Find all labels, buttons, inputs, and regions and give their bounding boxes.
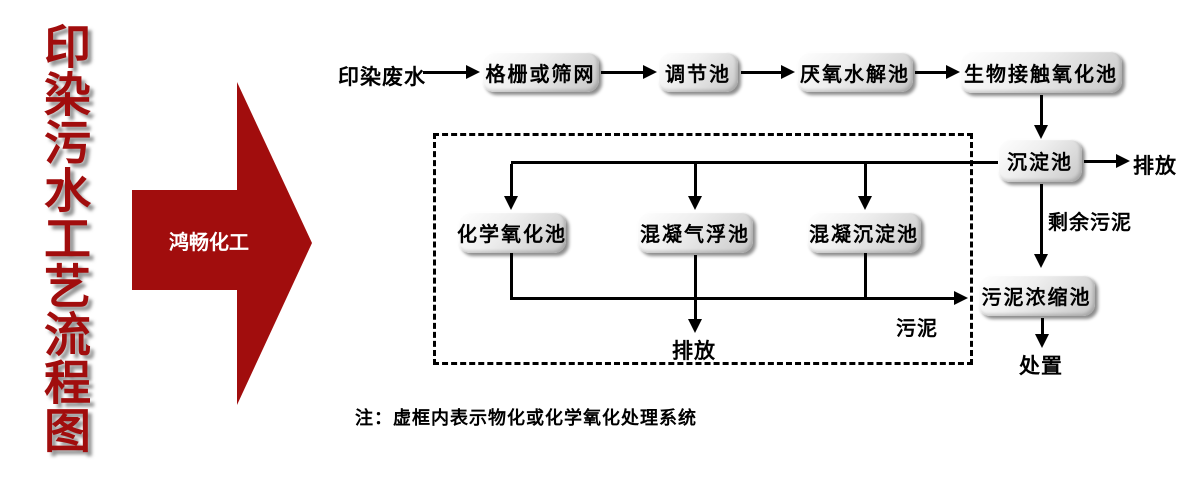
brand-arrow-body [132, 190, 237, 290]
arrowhead-right-icon [1116, 154, 1130, 168]
label-discharge-effluent: 排放 [1133, 153, 1177, 178]
arrowhead-down-icon [1034, 254, 1048, 268]
arrowhead-right-icon [954, 291, 968, 305]
arrowhead-right-icon [781, 65, 795, 79]
arrowhead-right-icon [466, 65, 480, 79]
label-discharge-treated: 排放 [672, 338, 716, 363]
arrowhead-down-icon [1034, 125, 1048, 139]
page-title: 印染污水工艺流程图 [35, 22, 90, 454]
brand-arrow-head-icon [237, 82, 312, 405]
connector-sedimentation-thickening [1040, 184, 1043, 254]
node-anaerobic-hydrolysis-tank: 厌氧水解池 [797, 52, 913, 92]
node-coagulation-sedimentation-tank: 混凝沉淀池 [807, 212, 921, 253]
arrowhead-down-icon [858, 196, 872, 210]
physicochemical-system-boundary [433, 133, 973, 365]
node-regulating-tank: 调节池 [658, 52, 738, 92]
label-surplus-sludge: 剩余污泥 [1048, 210, 1132, 234]
label-influent: 印染废水 [338, 64, 426, 89]
node-coagulation-flotation-tank: 混凝气浮池 [637, 212, 753, 253]
arrowhead-down-icon [688, 319, 702, 333]
node-chemical-oxidation-tank: 化学氧化池 [457, 212, 566, 253]
footnote: 注：虚框内表示物化或化学氧化处理系统 [355, 408, 697, 429]
connector-screen-regulating [601, 71, 643, 74]
connector-chem-oxidation-collection [510, 253, 513, 300]
connector-drop-coag-sedimentation [864, 164, 867, 198]
brand-label: 鸿畅化工 [169, 232, 249, 254]
connector-collection-discharge [694, 300, 697, 319]
arrowhead-down-icon [504, 196, 518, 210]
arrowhead-down-icon [688, 196, 702, 210]
connector-coag-flotation-collection [694, 255, 697, 300]
arrowhead-down-icon [1035, 334, 1049, 348]
connector-thickening-disposal [1041, 318, 1044, 334]
connector-influent-screen [423, 71, 467, 74]
connector-anaerobic-bio [915, 71, 946, 74]
connector-sedimentation-discharge [1084, 160, 1116, 163]
node-screen: 格栅或筛网 [482, 52, 599, 92]
connector-drop-coag-flotation [694, 164, 697, 198]
connector-coag-sedimentation-collection [864, 253, 867, 300]
node-sedimentation-tank: 沉淀池 [998, 139, 1082, 182]
arrowhead-right-icon [643, 65, 657, 79]
label-sludge: 污泥 [896, 316, 938, 340]
connector-collection-line [511, 297, 954, 300]
connector-regulating-anaerobic [741, 71, 781, 74]
node-sludge-thickening-tank: 污泥浓缩池 [978, 275, 1095, 316]
connector-bio-sedimentation [1040, 95, 1043, 125]
arrowhead-right-icon [946, 65, 960, 79]
label-disposal: 处置 [1019, 353, 1063, 378]
node-bio-contact-oxidation-tank: 生物接触氧化池 [960, 51, 1122, 93]
connector-distribution-line [511, 161, 998, 164]
connector-drop-chem-oxidation [510, 164, 513, 198]
